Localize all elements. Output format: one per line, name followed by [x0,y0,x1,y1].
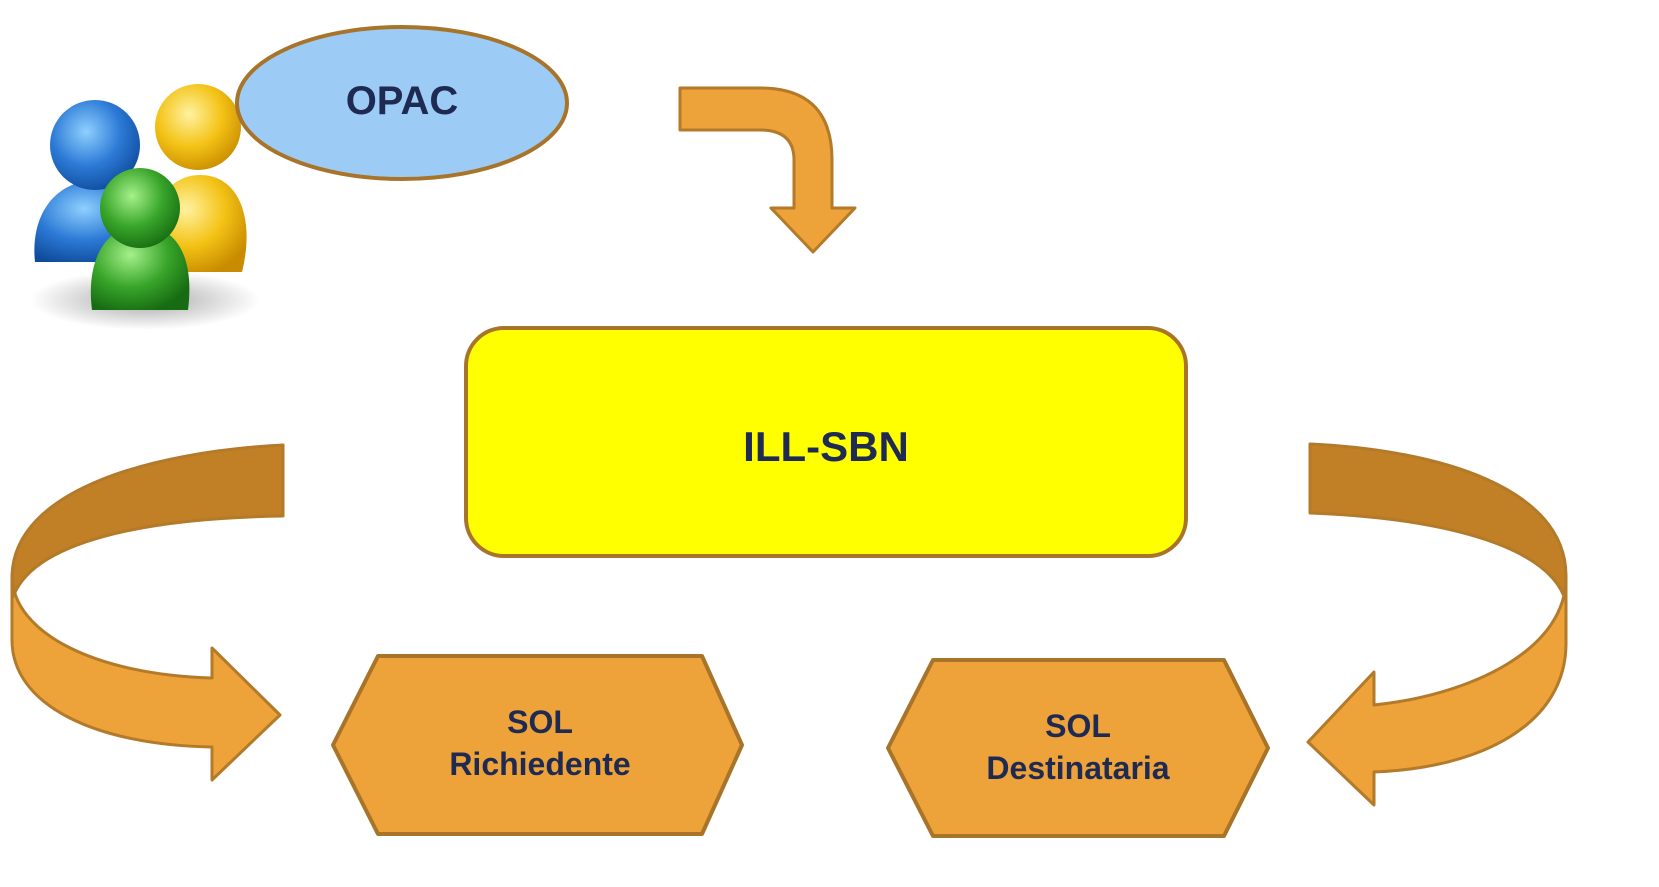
arrow-opac-to-ill [678,86,857,254]
users-group-icon [30,84,260,330]
sol-destinataria-node[interactable] [886,658,1270,838]
sol-destinataria-label: SOL Destinataria [878,706,1278,789]
opac-label: OPAC [345,79,459,123]
sol-destinataria-line1: SOL [1045,708,1111,744]
sol-richiedente-label: SOL Richiedente [340,702,740,785]
arrow-ill-to-sol-destinataria [1306,442,1568,807]
opac-node[interactable] [235,25,569,181]
sol-richiedente-line2: Richiedente [449,745,631,782]
sol-richiedente-node[interactable] [331,654,744,836]
arrow-ill-to-sol-richiedente [10,443,285,782]
sol-destinataria-line2: Destinataria [986,749,1170,786]
sol-richiedente-line1: SOL [507,704,573,740]
ill-sbn-node[interactable] [464,326,1188,558]
ill-sbn-label: ILL-SBN [743,423,909,470]
user-green-icon [90,168,190,310]
